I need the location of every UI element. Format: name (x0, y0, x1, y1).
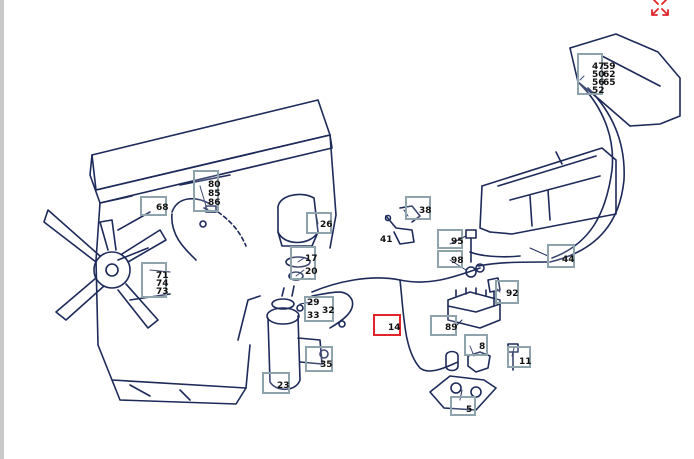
callout-44[interactable]: 44 (547, 244, 575, 268)
switch-8 (445, 350, 491, 373)
label-59: 59 (603, 62, 616, 72)
callout-label: 33 (307, 311, 320, 321)
callout-label: 98 (451, 256, 464, 266)
callout-label: 44 (562, 255, 575, 265)
control-unit (479, 147, 617, 235)
callout-26[interactable]: 26 (306, 212, 333, 234)
callout-71-74-73[interactable]: 71 74 73 (141, 262, 169, 298)
callout-35[interactable]: 35 (305, 346, 333, 372)
callout-17-20[interactable]: 17 20 (290, 246, 318, 280)
callout-label: 11 (519, 357, 532, 367)
callout-label: 29 (307, 298, 320, 308)
callout-label: 32 (322, 306, 335, 316)
callout-14-selected[interactable]: 14 (373, 314, 401, 336)
air-filter-housing (569, 33, 681, 127)
callout-label: 71 (156, 271, 169, 281)
callout-label: 8 (479, 342, 486, 352)
callout-label: 95 (451, 237, 464, 247)
viewer-border (0, 0, 4, 459)
label-65: 65 (603, 78, 616, 88)
callout-95[interactable]: 95 (437, 229, 464, 249)
callout-38[interactable]: 38 (405, 196, 432, 220)
callout-label: 5 (466, 405, 473, 415)
callout-23[interactable]: 23 (262, 372, 290, 394)
callout-label: 74 (156, 279, 169, 289)
callout-label: 73 (156, 287, 169, 297)
wiring-harness (311, 83, 625, 372)
callout-label: 80 (208, 180, 221, 190)
relay-base (429, 375, 497, 411)
callout-label: 17 (305, 254, 318, 264)
expand-arrows-icon[interactable] (648, 0, 672, 16)
label-41: 41 (380, 235, 393, 245)
callout-label: 92 (506, 289, 519, 299)
callout-label: 52 (592, 86, 605, 96)
callout-29-32-33[interactable]: 29 32 33 (304, 296, 335, 322)
callout-label: 23 (277, 381, 290, 391)
voltage-regulator (447, 287, 501, 329)
leader-lines (149, 75, 585, 401)
callout-label: 68 (156, 203, 169, 213)
callout-label: 86 (208, 198, 221, 208)
bolt-95 (465, 229, 477, 278)
callout-47-50-56-52[interactable]: 47 50 56 52 (577, 53, 605, 96)
callout-label: 26 (320, 220, 333, 230)
callout-89[interactable]: 89 (430, 315, 458, 336)
callout-label: 50 (592, 70, 605, 80)
callout-80-85-86[interactable]: 80 85 86 (193, 170, 221, 212)
engine-block (89, 99, 337, 405)
starter-motor (266, 285, 329, 391)
fan (43, 209, 167, 329)
callout-label: 38 (419, 206, 432, 216)
callout-label: 47 (592, 62, 605, 72)
callout-label: 85 (208, 189, 221, 199)
callout-label: 56 (592, 78, 605, 88)
callout-8[interactable]: 8 (464, 334, 488, 356)
callout-98[interactable]: 98 (437, 250, 464, 268)
callout-label: 35 (320, 360, 333, 370)
callout-5[interactable]: 5 (450, 396, 476, 416)
label-62: 62 (603, 70, 616, 80)
callout-92[interactable]: 92 (495, 280, 519, 304)
bolt-92 (487, 277, 501, 307)
callout-68[interactable]: 68 (140, 196, 169, 216)
callout-label: 14 (388, 323, 401, 333)
callout-11[interactable]: 11 (507, 346, 532, 368)
callout-label: 20 (305, 267, 318, 277)
callout-label: 89 (445, 323, 458, 333)
